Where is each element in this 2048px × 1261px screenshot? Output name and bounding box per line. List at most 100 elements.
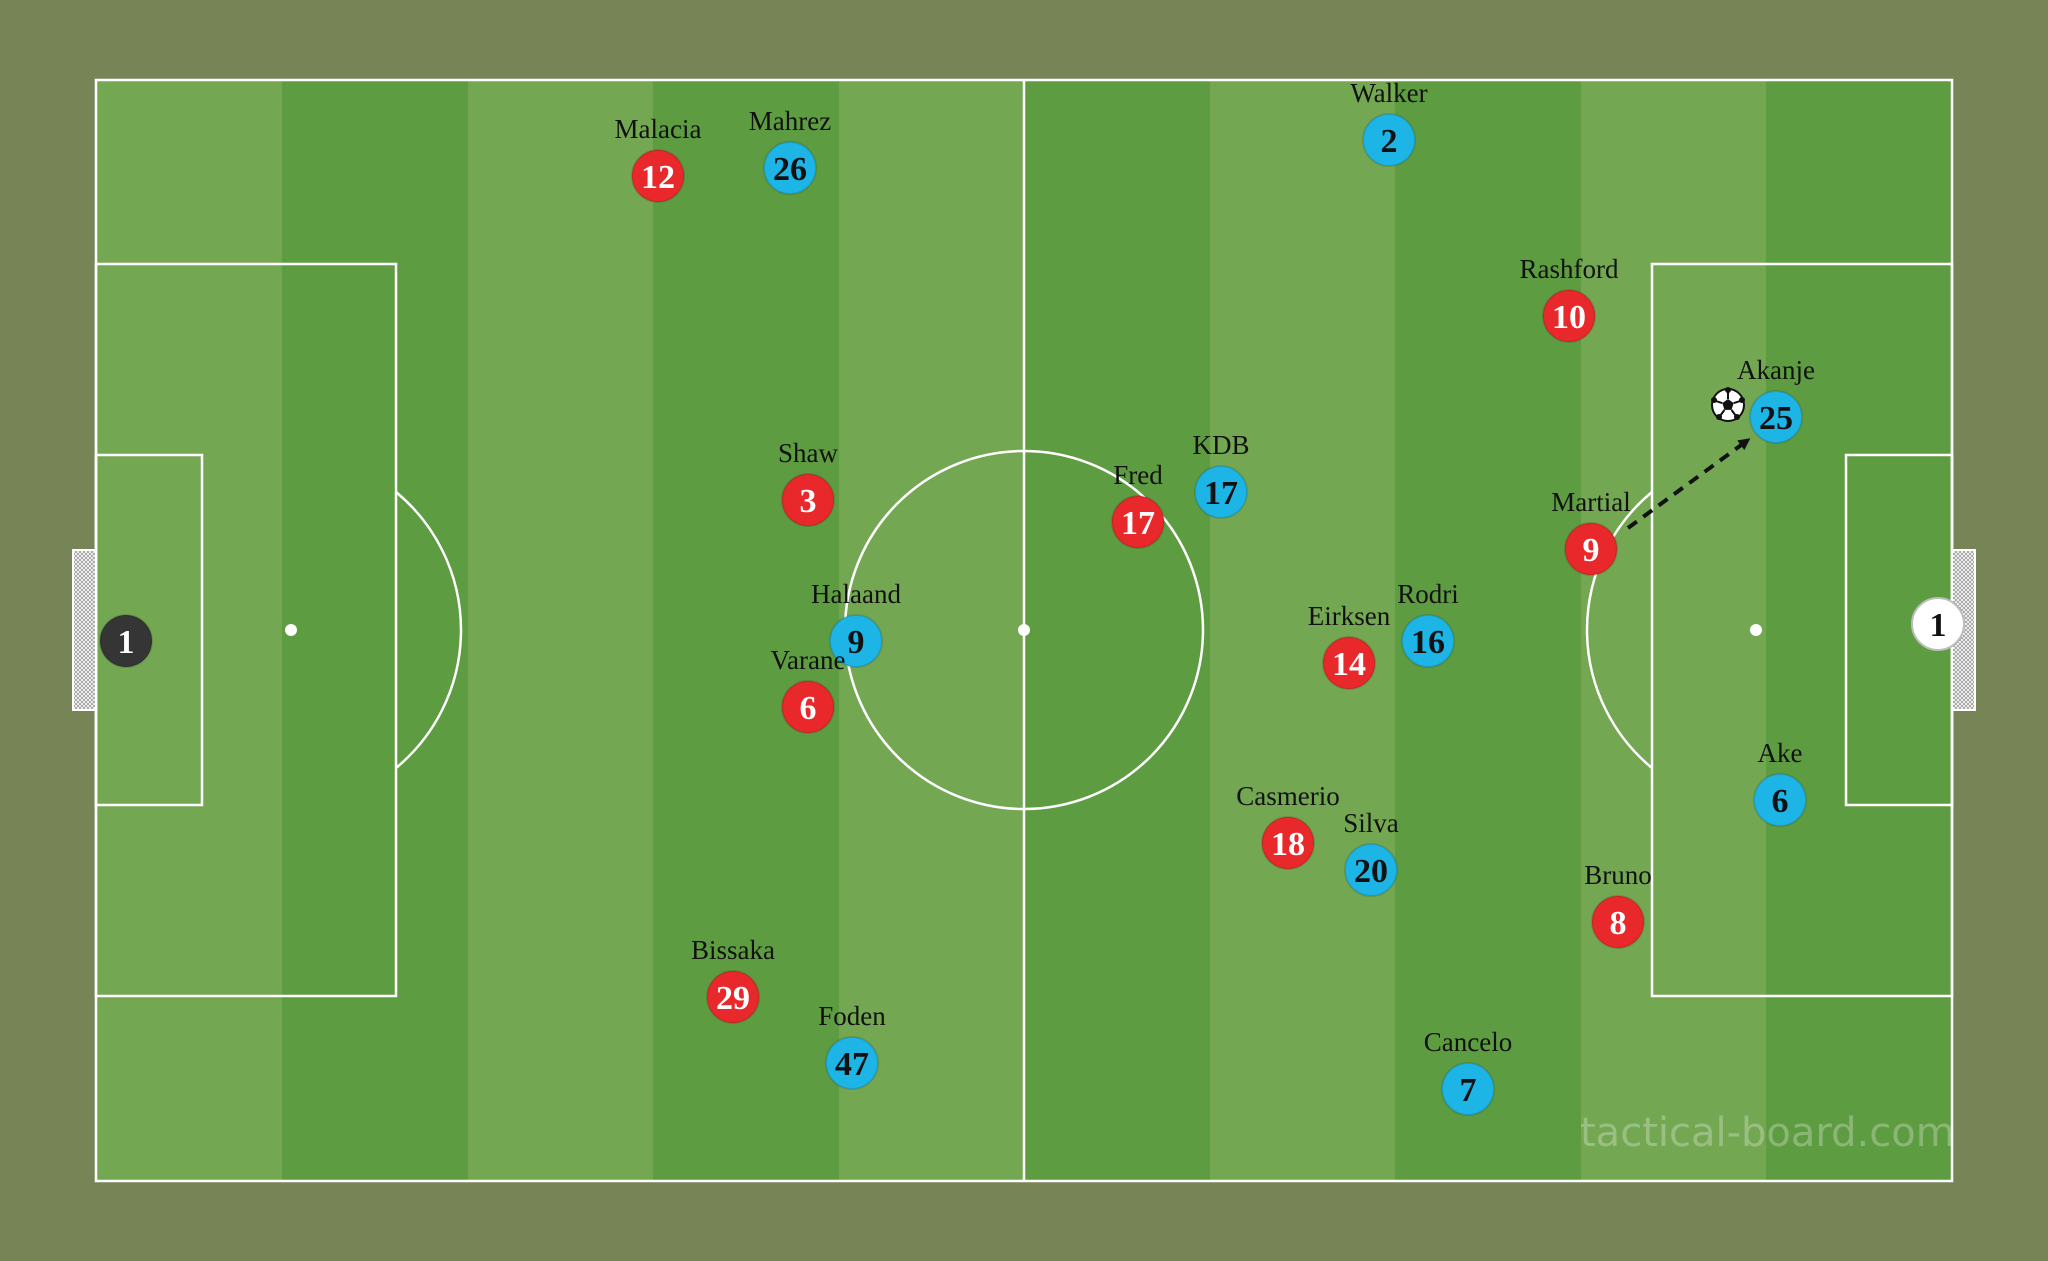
player-circle[interactable]: [1261, 816, 1315, 870]
player-name-label: Ake: [1758, 738, 1803, 768]
goalkeeper-token[interactable]: 1: [99, 614, 153, 668]
player-circle[interactable]: [1401, 614, 1455, 668]
center-spot: [1018, 624, 1030, 636]
player-name-label: Casmerio: [1236, 781, 1339, 811]
player-number: 6: [800, 690, 817, 727]
player-number: 9: [848, 624, 865, 661]
player-token[interactable]: 6 Ake: [1753, 738, 1807, 827]
player-number: 12: [641, 159, 675, 196]
player-name-label: Bruno: [1584, 860, 1652, 890]
player-token[interactable]: 26 Mahrez: [749, 106, 831, 195]
player-name-label: Rashford: [1520, 254, 1619, 284]
player-circle[interactable]: [1322, 636, 1376, 690]
player-name-label: Mahrez: [749, 106, 831, 136]
player-token[interactable]: 29 Bissaka: [691, 935, 775, 1024]
player-token[interactable]: 12 Malacia: [615, 114, 702, 203]
left-goal-net: [72, 549, 97, 711]
player-token[interactable]: 17 Fred: [1111, 460, 1165, 549]
player-circle[interactable]: [1542, 289, 1596, 343]
player-number: 8: [1610, 905, 1627, 942]
player-circle[interactable]: [706, 970, 760, 1024]
right-penalty-spot: [1750, 624, 1762, 636]
player-circle[interactable]: [1441, 1062, 1495, 1116]
player-token[interactable]: 8 Bruno: [1584, 860, 1652, 949]
player-number: 17: [1204, 475, 1238, 512]
right-penalty-arc: [1585, 491, 1653, 769]
player-circle[interactable]: [1111, 495, 1165, 549]
player-name-label: Walker: [1350, 78, 1427, 108]
stripe: [468, 80, 653, 1181]
player-number: 14: [1332, 646, 1366, 683]
player-number: 2: [1381, 123, 1398, 160]
player-number: 3: [800, 483, 817, 520]
player-circle[interactable]: [1194, 465, 1248, 519]
player-number: 47: [835, 1046, 869, 1083]
stripe: [282, 80, 468, 1181]
player-number: 18: [1271, 826, 1305, 863]
player-name-label: Martial: [1551, 487, 1630, 517]
player-number: 10: [1552, 299, 1586, 336]
player-name-label: Foden: [818, 1001, 886, 1031]
player-circle[interactable]: [99, 614, 153, 668]
player-circle[interactable]: [1564, 522, 1618, 576]
player-number: 26: [773, 151, 807, 188]
player-token[interactable]: 25 Akanje: [1737, 355, 1815, 444]
player-number: 16: [1411, 624, 1445, 661]
player-number: 7: [1460, 1072, 1477, 1109]
player-number: 9: [1583, 532, 1600, 569]
player-number: 1: [1930, 607, 1947, 644]
player-name-label: Silva: [1343, 808, 1399, 838]
player-token[interactable]: 14 Eirksen: [1308, 601, 1391, 690]
left-penalty-arc: [395, 491, 463, 769]
player-circle[interactable]: [631, 149, 685, 203]
player-circle[interactable]: [781, 473, 835, 527]
player-circle[interactable]: [763, 141, 817, 195]
player-token[interactable]: 9 Halaand: [811, 579, 901, 668]
player-circle[interactable]: [781, 680, 835, 734]
player-name-label: KDB: [1192, 430, 1249, 460]
player-name-label: Fred: [1113, 460, 1163, 490]
player-name-label: Cancelo: [1424, 1027, 1512, 1057]
player-token[interactable]: 7 Cancelo: [1424, 1027, 1512, 1116]
player-token[interactable]: 18 Casmerio: [1236, 781, 1340, 870]
watermark: tactical-board.com: [1580, 1110, 1955, 1156]
player-token[interactable]: 17 KDB: [1192, 430, 1250, 519]
player-token[interactable]: 20 Silva: [1343, 808, 1399, 897]
player-circle[interactable]: [1753, 773, 1807, 827]
player-circle[interactable]: [1591, 895, 1645, 949]
player-circle[interactable]: [829, 614, 883, 668]
player-token[interactable]: 16 Rodri: [1397, 579, 1459, 668]
player-circle[interactable]: [1344, 843, 1398, 897]
player-name-label: Rodri: [1397, 579, 1459, 609]
player-token[interactable]: 9 Martial: [1551, 487, 1631, 576]
player-name-label: Malacia: [615, 114, 702, 144]
player-number: 6: [1772, 783, 1789, 820]
player-name-label: Eirksen: [1308, 601, 1391, 631]
stripe: [1024, 80, 1210, 1181]
player-token[interactable]: 6 Varane: [771, 645, 846, 734]
player-name-label: Halaand: [811, 579, 901, 609]
player-circle[interactable]: [1749, 390, 1803, 444]
pass-arrow: [1626, 438, 1751, 530]
player-circle[interactable]: [825, 1036, 879, 1090]
player-number: 20: [1354, 853, 1388, 890]
player-name-label: Akanje: [1737, 355, 1815, 385]
player-circle[interactable]: [1911, 597, 1965, 651]
player-number: 29: [716, 980, 750, 1017]
goalkeeper-token[interactable]: 1: [1911, 597, 1965, 651]
player-name-label: Varane: [771, 645, 846, 675]
player-token[interactable]: 2 Walker: [1350, 78, 1428, 167]
player-number: 17: [1121, 505, 1155, 542]
left-penalty-spot: [285, 624, 297, 636]
player-token[interactable]: 47 Foden: [818, 1001, 886, 1090]
soccer-ball-icon[interactable]: [1711, 387, 1745, 422]
player-token[interactable]: 10 Rashford: [1520, 254, 1619, 343]
player-circle[interactable]: [1362, 113, 1416, 167]
player-number: 25: [1759, 400, 1793, 437]
player-name-label: Bissaka: [691, 935, 775, 965]
player-number: 1: [118, 624, 135, 661]
stripe: [1581, 80, 1766, 1181]
